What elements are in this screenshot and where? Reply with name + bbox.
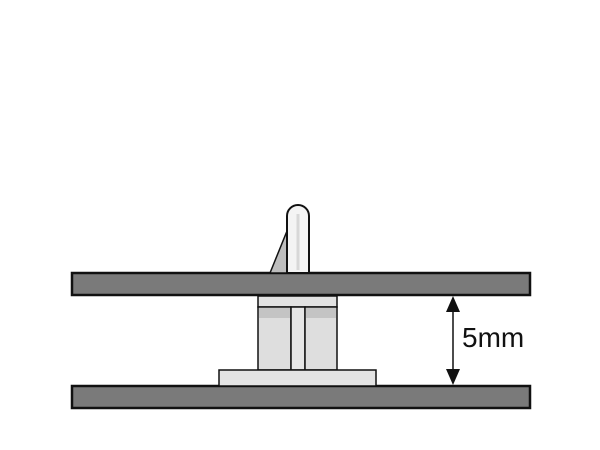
top-board xyxy=(70,271,532,297)
spacer-base xyxy=(218,369,377,387)
spacer-center-slot xyxy=(290,306,306,371)
barb-wedge xyxy=(268,230,288,274)
bottom-board xyxy=(70,384,532,410)
dimension-arrow xyxy=(446,296,460,385)
spacer-cap xyxy=(257,295,338,308)
spacer-leg-left-shade xyxy=(259,308,290,318)
spacer-leg-right-shade xyxy=(306,308,336,318)
dimension-label: 5mm xyxy=(462,322,525,353)
